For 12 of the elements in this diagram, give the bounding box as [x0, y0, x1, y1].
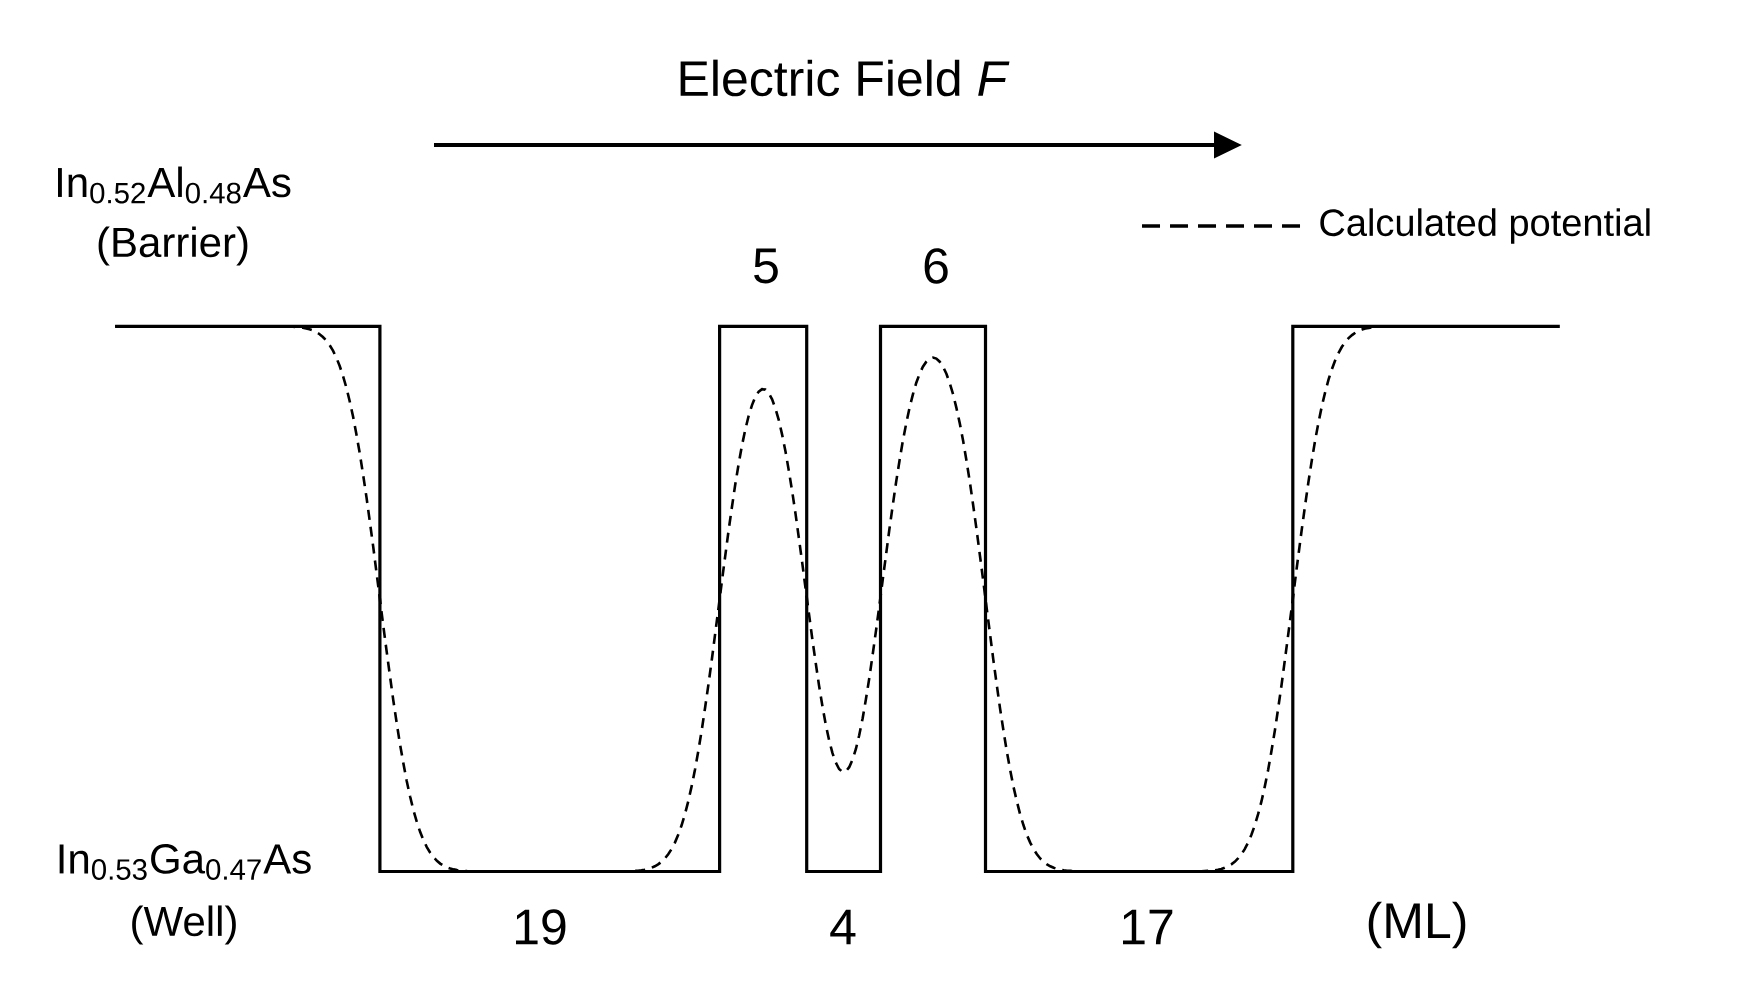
unit-label: (ML) [1368, 901, 1466, 949]
thickness-label: 17 [1123, 909, 1173, 945]
thickness-label: 4 [830, 909, 856, 945]
legend-label: Calculated potential [1320, 208, 1650, 244]
layer-label: (Barrier) [98, 226, 248, 266]
material-label: In$_{0.53}$Ga$_{0.47}$As [59, 844, 311, 880]
thickness-label: 6 [924, 248, 948, 284]
layer-label: (Well) [132, 905, 236, 945]
thickness-label: 19 [516, 909, 566, 945]
thickness-label: 5 [754, 248, 778, 284]
field-label: Electric Field F [680, 59, 1010, 97]
material-label: In$_{0.52}$Al$_{0.48}$As [58, 166, 291, 204]
